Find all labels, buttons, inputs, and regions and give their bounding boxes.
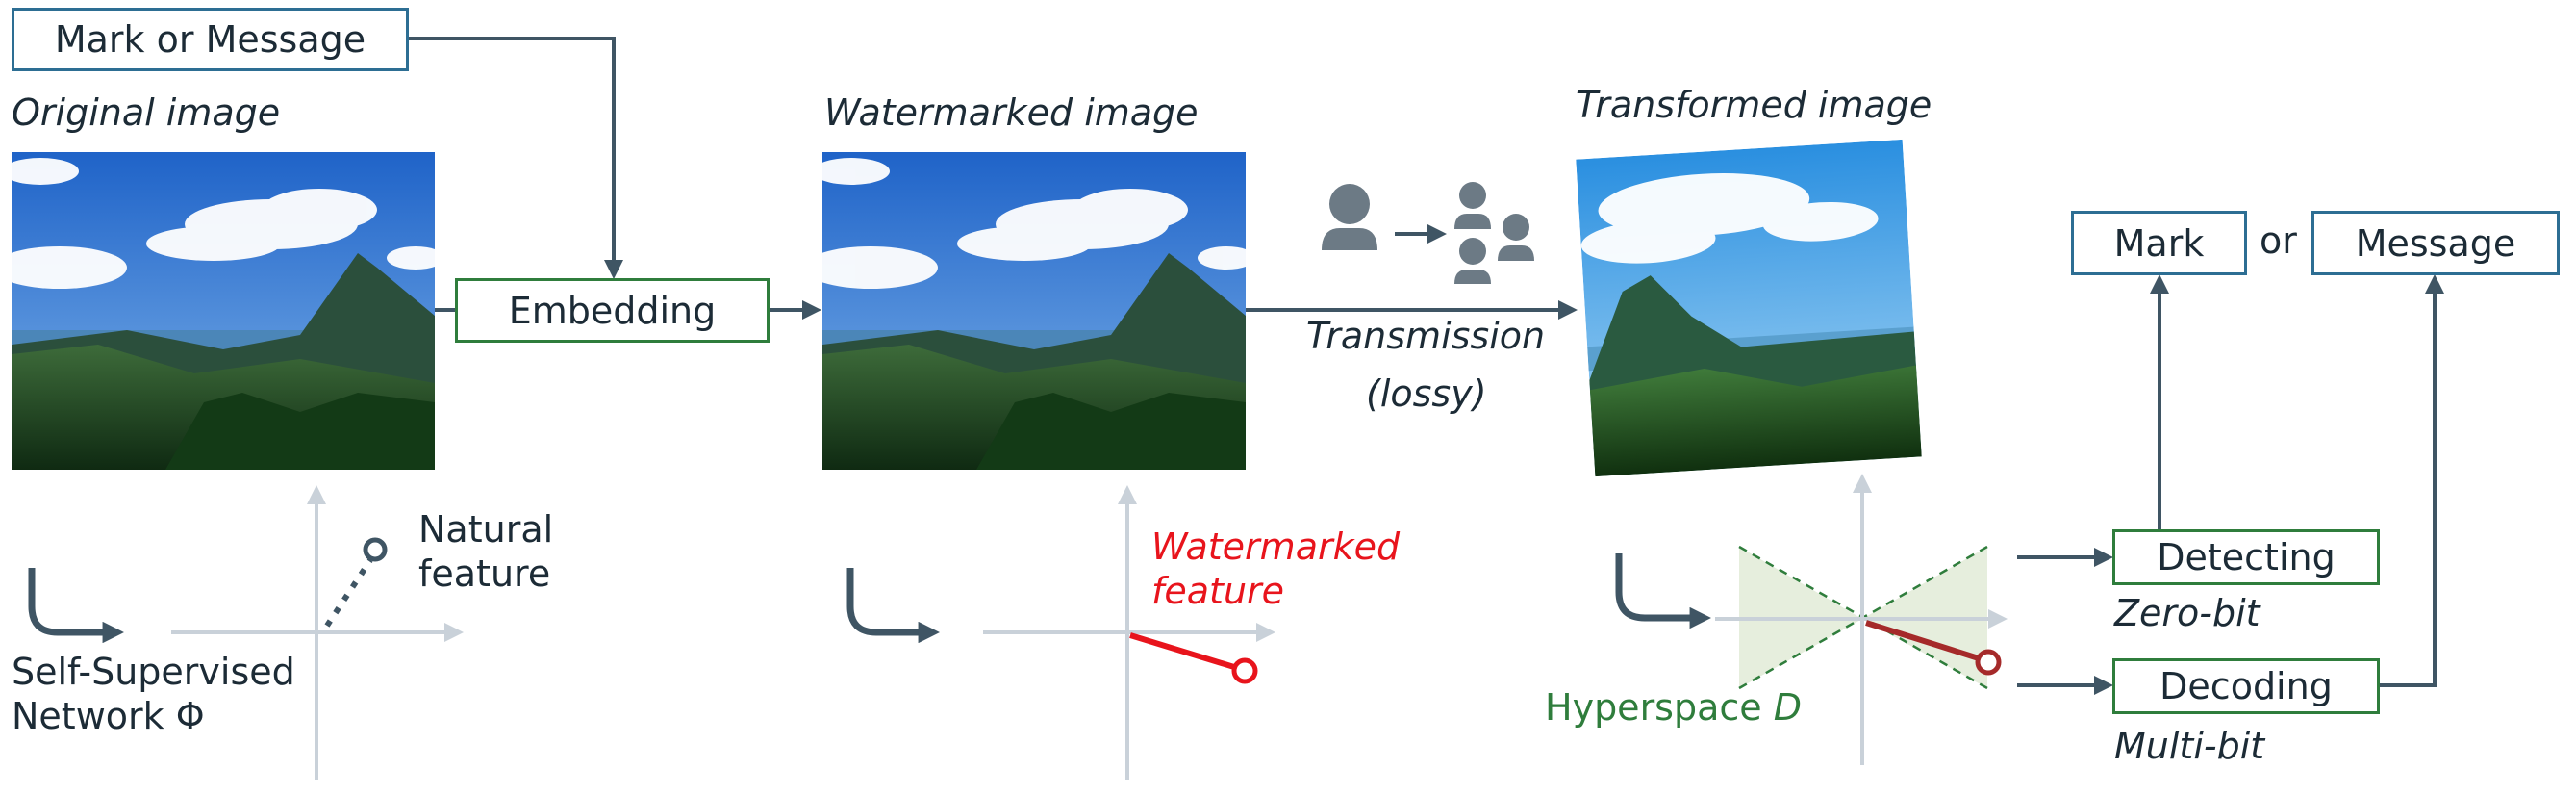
- feature-axes-hyperspace: [1715, 474, 2008, 765]
- decoding-to-message-arrow: [2380, 274, 2444, 687]
- mark-or-message-input: Mark or Message: [12, 8, 409, 71]
- detecting-box: Detecting: [2112, 529, 2380, 585]
- message-output-box: Message: [2311, 211, 2560, 275]
- network-arrow-1: [28, 568, 124, 644]
- watermarked-feature-point: [1231, 657, 1258, 684]
- natural-feature-vector: [324, 558, 373, 628]
- decoding-box: Decoding: [2112, 658, 2380, 714]
- group-icon: [1454, 182, 1534, 284]
- transformed-feature-vector: [1865, 620, 1980, 661]
- transmission-label: Transmission: [1306, 315, 1546, 357]
- natural-feature-point: [363, 537, 388, 562]
- or-label: or: [2260, 219, 2297, 262]
- mark-output-box: Mark: [2071, 211, 2247, 275]
- watermarked-feature-label: Watermarked feature: [1151, 526, 1401, 612]
- transformed-image: [1576, 139, 1922, 477]
- watermarked-image-label: Watermarked image: [824, 91, 1199, 134]
- message-to-embedding-arrow: [409, 37, 623, 279]
- hyperspace-label: Hyperspace D: [1545, 686, 1803, 729]
- embedding-box: Embedding: [455, 278, 770, 343]
- network-arrow-3: [1615, 553, 1711, 629]
- watermarked-image: [822, 152, 1246, 470]
- original-image: [12, 152, 435, 470]
- feature-axes-natural: [171, 485, 464, 780]
- network-label: Self-Supervised Network Φ: [12, 651, 295, 737]
- network-arrow-2: [846, 568, 940, 644]
- transformed-image-label: Transformed image: [1576, 84, 1932, 126]
- feature-axes-watermarked: [983, 485, 1275, 780]
- natural-feature-label: Natural feature: [418, 508, 554, 595]
- multi-bit-label: Multi-bit: [2114, 725, 2265, 767]
- zero-bit-label: Zero-bit: [2114, 592, 2260, 634]
- transmission-note: (lossy): [1366, 372, 1487, 415]
- person-icon: [1322, 184, 1377, 250]
- original-image-label: Original image: [12, 91, 281, 134]
- watermarked-feature-vector: [1129, 632, 1235, 670]
- transformed-feature-point: [1975, 649, 2002, 676]
